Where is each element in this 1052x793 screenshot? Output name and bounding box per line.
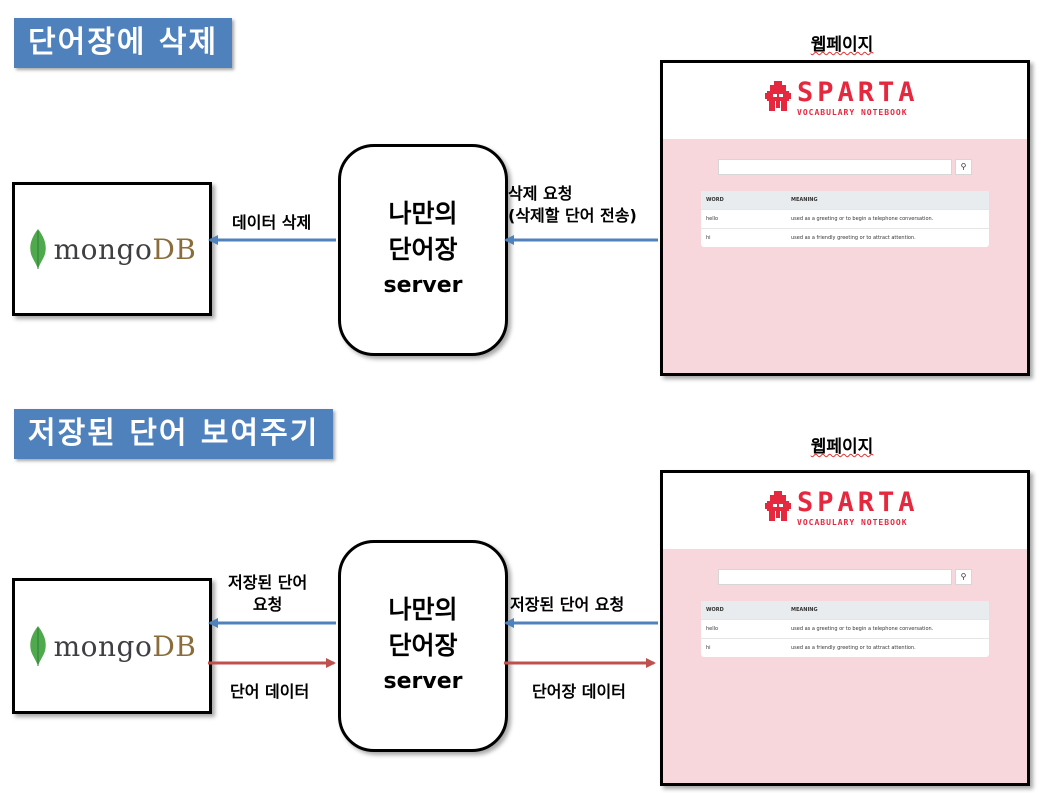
search-input[interactable] [718,159,952,175]
search-icon: ⚲ [960,572,967,581]
webpage-body: ⚲ WORD MEANING hello used as a greeting … [663,139,1027,373]
mongodb-leaf-icon [29,229,46,269]
webpage-title-1: 웹페이지 [810,35,874,55]
vocab-server: 나만의 단어장 server [338,540,508,752]
mongodb-logo-text: mongoDB [53,232,197,266]
section-title-delete: 단어장에 삭제 [14,18,233,68]
table-row[interactable]: hi used as a friendly greeting or to att… [701,638,989,657]
search-button[interactable]: ⚲ [955,159,972,175]
server-line-2: 단어장 [388,631,458,660]
table-header: WORD MEANING [701,191,989,209]
server-line-2: 단어장 [388,235,458,264]
server-line-3: server [383,273,463,298]
label-vocab-data: 단어장 데이터 [532,682,626,701]
server-line-1: 나만의 [388,595,458,624]
mongodb-leaf-icon [29,626,46,666]
search-button[interactable]: ⚲ [955,569,972,585]
spartan-helmet-icon [765,491,791,521]
spartan-helmet-icon [765,81,791,111]
server-line-3: server [383,669,463,694]
table-header: WORD MEANING [701,601,989,619]
brand-name: SPARTA [797,77,919,108]
brand-name: SPARTA [797,487,919,518]
label-data-delete: 데이터 삭제 [232,213,312,232]
sparta-logo: SPARTA VOCABULARY NOTEBOOK [765,489,919,529]
label-delete-request: 삭제 요청 (삭제할 단어 전송) [508,184,637,225]
mongodb-box: mongoDB [12,182,212,316]
webpage-body: ⚲ WORD MEANING hello used as a greeting … [663,549,1027,783]
vocab-table: WORD MEANING hello used as a greeting or… [701,191,989,247]
search-icon: ⚲ [960,162,967,171]
webpage-screenshot-2: SPARTA VOCABULARY NOTEBOOK ⚲ WORD MEANIN… [660,470,1030,786]
vocab-server: 나만의 단어장 server [338,144,508,356]
server-line-1: 나만의 [388,199,458,228]
brand-subtitle: VOCABULARY NOTEBOOK [797,518,908,527]
webpage-header: SPARTA VOCABULARY NOTEBOOK [663,473,1027,549]
label-web-saved-word-request: 저장된 단어 요청 [510,595,625,614]
table-row[interactable]: hello used as a greeting or to begin a t… [701,619,989,638]
table-row[interactable]: hello used as a greeting or to begin a t… [701,209,989,228]
table-row[interactable]: hi used as a friendly greeting or to att… [701,228,989,247]
webpage-header: SPARTA VOCABULARY NOTEBOOK [663,63,1027,139]
vocab-table: WORD MEANING hello used as a greeting or… [701,601,989,657]
mongodb-box: mongoDB [12,578,212,714]
section-title-show: 저장된 단어 보여주기 [14,409,334,459]
label-word-data: 단어 데이터 [230,682,310,701]
webpage-screenshot-1: SPARTA VOCABULARY NOTEBOOK ⚲ WORD MEANIN… [660,60,1030,376]
search-input[interactable] [718,569,952,585]
webpage-title-2: 웹페이지 [810,437,874,457]
brand-subtitle: VOCABULARY NOTEBOOK [797,108,908,117]
sparta-logo: SPARTA VOCABULARY NOTEBOOK [765,79,919,119]
mongodb-logo-text: mongoDB [53,629,197,663]
label-saved-word-request: 저장된 단어 요청 [228,573,308,614]
